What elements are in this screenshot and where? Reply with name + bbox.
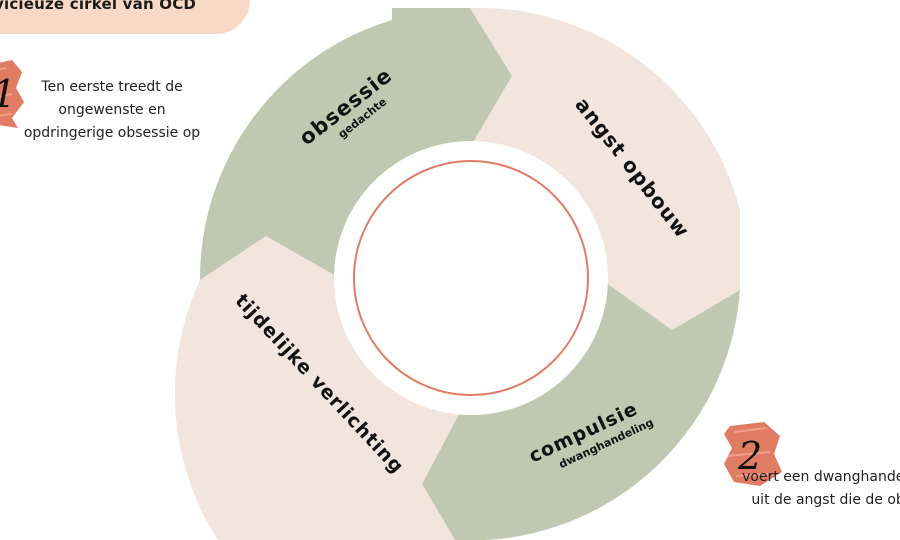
brush-stroke-icon	[724, 422, 782, 486]
brush-stroke-icon	[0, 60, 24, 128]
step-1-number: 1	[0, 72, 16, 116]
center-ring	[353, 160, 589, 396]
segment-angst-opbouw	[470, 7, 740, 331]
segment-obsessie	[199, 8, 512, 280]
segment-tijdelijke-verlichting	[174, 236, 461, 540]
step-1-text: Ten eerste treedt de ongewenste en opdri…	[23, 79, 201, 141]
title-banner	[0, 0, 250, 34]
step-2-badge: 2	[720, 420, 784, 494]
center-circle	[334, 141, 608, 415]
step-1-badge: 1	[0, 58, 28, 134]
page-title: vicieuze cirkel van OCD	[0, 0, 197, 13]
step-2-number: 2	[738, 434, 763, 478]
segment-compulsie	[422, 282, 740, 540]
step-2-text: voert een dwanghandeling uit de angst di…	[742, 469, 900, 508]
